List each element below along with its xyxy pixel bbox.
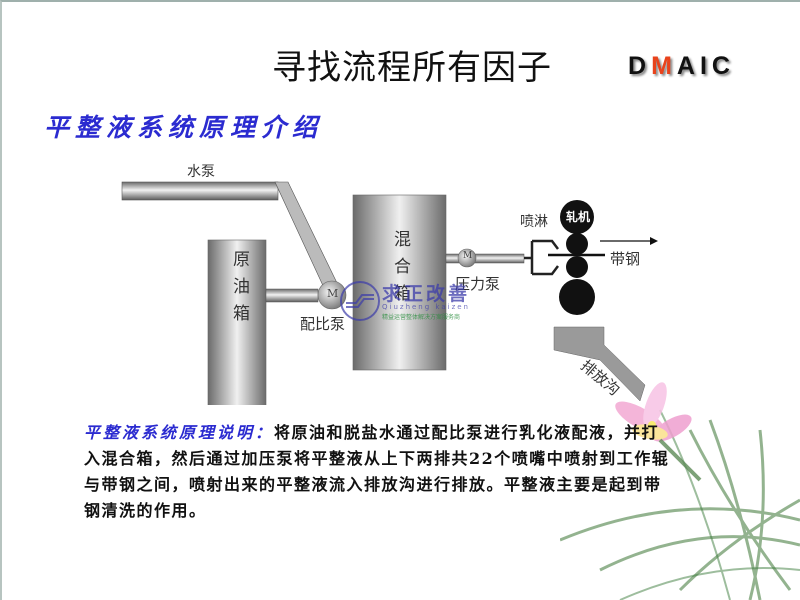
spray-bracket	[524, 239, 559, 276]
watermark-logo: 求正改善 Qiuzheng kaizen 精益运营整体解决方案服务商	[338, 279, 468, 327]
dmaic-badge: DMAIC	[628, 52, 735, 81]
description-body: 将原油和脱盐水通过配比泵进行乳化液配液，并打入混合箱，然后通过加压泵将平整液从上…	[84, 423, 670, 520]
mixing-tank	[352, 194, 447, 371]
watermark-emblem-icon	[340, 281, 380, 321]
crude-pipe	[265, 288, 319, 303]
arrow-head	[650, 237, 658, 245]
process-diagram: 水泵 原油箱 配比泵 混合箱 压力泵 喷淋 轧机 带钢 排放沟 M M	[100, 145, 680, 411]
label-pressure-pump: 压力泵	[455, 275, 501, 293]
label-strip: 带钢	[610, 250, 641, 268]
crude-oil-tank	[207, 239, 267, 411]
water-pipe	[121, 181, 279, 201]
label-spray: 喷淋	[520, 214, 548, 230]
diagram-graphics	[121, 181, 658, 411]
label-ratio-pump: 配比泵	[300, 315, 346, 333]
drain-trough	[553, 326, 646, 402]
watermark-name: 求正改善	[382, 283, 471, 305]
pressure-pump-motor	[457, 248, 477, 268]
pressure-pipe	[445, 253, 525, 264]
label-water-pump: 水泵	[187, 164, 215, 180]
label-crude-tank: 原油箱	[229, 250, 249, 331]
mill-top-roll	[560, 200, 594, 234]
dmaic-rest: AIC	[676, 52, 735, 80]
label-motor-pressure: M	[463, 251, 473, 261]
dmaic-m-highlight: M	[651, 52, 677, 80]
section-subtitle: 平整液系统原理介绍	[44, 113, 324, 142]
watermark-pinyin: Qiuzheng kaizen	[382, 303, 470, 311]
description-lead: 平整液系统原理说明：	[84, 423, 275, 442]
mill-bottom-roll	[559, 279, 595, 315]
label-motor-ratio: M	[327, 287, 339, 300]
mill-work-roll-bottom	[566, 256, 588, 278]
decorative-flower-icon	[560, 382, 800, 600]
label-mix-tank: 混合箱	[390, 230, 410, 311]
slide-title: 寻找流程所有因子	[272, 48, 552, 88]
mill-work-roll-top	[566, 233, 588, 255]
ratio-pump-motor	[317, 280, 347, 310]
principle-description: 平整液系统原理说明：将原油和脱盐水通过配比泵进行乳化液配液，并打入混合箱，然后通…	[84, 420, 674, 524]
watermark-tagline: 精益运营整体解决方案服务商	[382, 314, 461, 321]
dmaic-d: D	[628, 52, 652, 80]
water-pipe-diagonal	[274, 181, 339, 291]
label-mill: 轧机	[566, 210, 591, 224]
